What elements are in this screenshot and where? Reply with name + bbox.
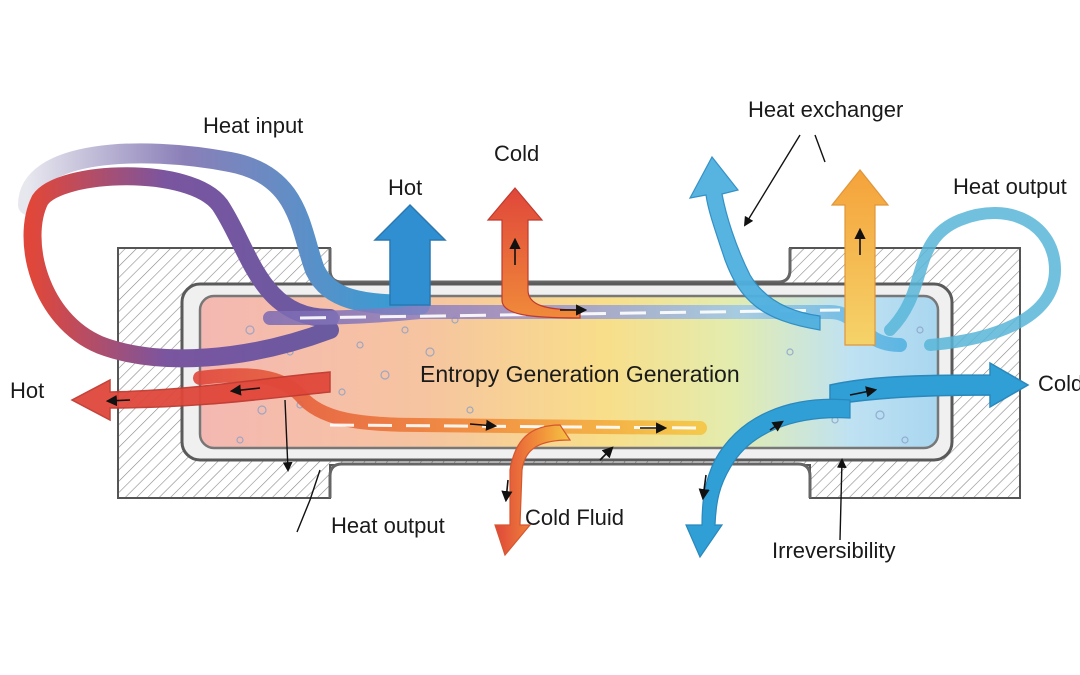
hot-up-arrow <box>373 203 447 306</box>
heat-input-flow <box>18 143 430 315</box>
label-heat-output-bottom: Heat output <box>331 513 445 538</box>
heat-output-right-flow <box>884 207 1062 351</box>
flow-direction-arrows <box>105 227 878 503</box>
channel <box>180 282 954 462</box>
label-cold-fluid: Cold Fluid <box>525 505 625 530</box>
label-heat-output-right: Heat output <box>953 176 1067 198</box>
label-cold-right: Cold <box>1038 373 1080 395</box>
exchanger-up-arrow <box>688 155 821 331</box>
label-cold-top: Cold <box>494 141 540 166</box>
yellow-up-arrow <box>830 169 890 346</box>
hot-loop-flow <box>23 167 339 368</box>
label-hot-top: Hot <box>388 175 423 200</box>
label-heat-exchanger: Heat exchanger <box>748 97 904 122</box>
center-label: Entropy Generation Generation <box>420 361 740 387</box>
cold-outlet-arrow <box>829 361 1030 409</box>
leader-lines <box>282 134 847 541</box>
cold-fluid-down-arrow <box>494 424 572 557</box>
blue-down-arrow <box>685 398 851 559</box>
label-irreversibility: Irreversibility <box>772 538 896 563</box>
label-hot-left: Hot <box>10 378 45 403</box>
hot-outlet-arrow <box>70 371 331 422</box>
label-heat-input: Heat input <box>203 113 304 138</box>
